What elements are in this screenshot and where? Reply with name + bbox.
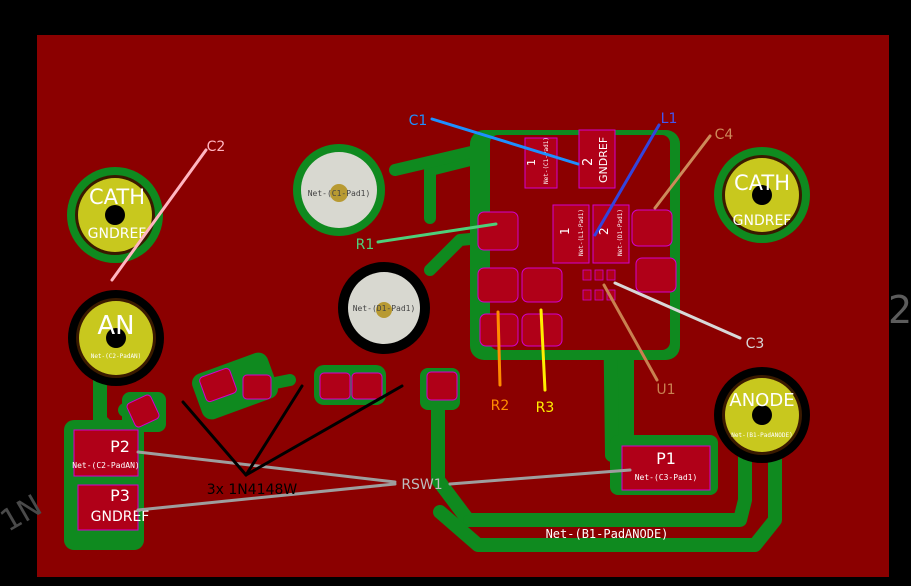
cath-right-pad[interactable]: CATH GNDREF — [714, 147, 810, 243]
c1-pin1-label: 1 — [525, 159, 538, 166]
annotation-c2: C2 — [207, 139, 226, 155]
p1-pad[interactable]: P1 Net-(C3-Pad1) — [621, 445, 711, 491]
annotation-lines — [110, 117, 742, 512]
annotation-l1: L1 — [661, 111, 678, 127]
offboard-text-fragment: 2 — [888, 288, 911, 332]
annotation-c1: C1 — [409, 113, 428, 129]
p3-pad[interactable]: P3 GNDREF — [77, 484, 150, 531]
annotation-diodes: 3x 1N4148W — [207, 482, 298, 498]
p1-label: P1 — [656, 449, 676, 468]
l1-pin2-net: Net-(D1-Pad1) — [617, 209, 624, 256]
c1-pin2-label: 2 — [581, 158, 596, 166]
p1-net: Net-(C3-Pad1) — [635, 473, 698, 482]
p3-net: GNDREF — [91, 509, 150, 525]
track-net-label: Net-(B1-PadANODE) — [546, 527, 669, 541]
cath-right-label: CATH — [734, 171, 790, 195]
c1-footprint[interactable]: 1 Net-(C1-Pad1) 2 GNDREF — [524, 129, 616, 189]
anode-pad[interactable]: ANODE Net-(B1-PadANODE) — [714, 367, 810, 463]
board-outline — [37, 35, 889, 577]
d1-tht-pad[interactable]: Net-(D1-Pad1) — [338, 262, 430, 354]
p2-label: P2 — [110, 437, 130, 456]
an-pad[interactable]: AN Net-(C2-PadAN) — [68, 290, 164, 386]
annotation-c4: C4 — [715, 127, 734, 143]
c1-pin2-net: GNDREF — [597, 137, 610, 183]
d1-tht-net: Net-(D1-Pad1) — [353, 304, 416, 313]
p3-label: P3 — [110, 486, 130, 505]
c1-pin1-net: Net-(C1-Pad1) — [543, 137, 550, 184]
an-net: Net-(C2-PadAN) — [91, 353, 142, 360]
p2-net: Net-(C2-PadAN) — [72, 461, 139, 470]
p2-pad[interactable]: P2 Net-(C2-PadAN) — [72, 429, 140, 477]
cath-left-pad[interactable]: CATH GNDREF — [67, 167, 163, 263]
annotation-rsw1: RSW1 — [401, 477, 442, 493]
cath-left-label: CATH — [89, 185, 145, 209]
annotation-u1: U1 — [656, 382, 675, 398]
cath-right-net: GNDREF — [733, 213, 792, 229]
anode-net: Net-(B1-PadANODE) — [731, 432, 792, 439]
l1-pin1-net: Net-(L1-Pad1) — [578, 209, 585, 256]
annotation-r1: R1 — [356, 237, 375, 253]
annotation-r2: R2 — [491, 398, 510, 414]
c1-tht-pad[interactable]: Net-(C1-Pad1) — [293, 144, 385, 236]
l1-footprint[interactable]: 1 Net-(L1-Pad1) 2 Net-(D1-Pad1) — [552, 204, 630, 264]
smd-pads — [126, 209, 677, 428]
cath-left-net: GNDREF — [88, 226, 147, 242]
an-label: AN — [97, 311, 134, 341]
annotation-c3: C3 — [746, 336, 765, 352]
l1-pin2-label: 2 — [597, 227, 611, 235]
l1-pin1-label: 1 — [558, 227, 572, 235]
annotation-r3: R3 — [536, 400, 555, 416]
c1-tht-net: Net-(C1-Pad1) — [308, 189, 371, 198]
anode-label: ANODE — [729, 390, 794, 411]
